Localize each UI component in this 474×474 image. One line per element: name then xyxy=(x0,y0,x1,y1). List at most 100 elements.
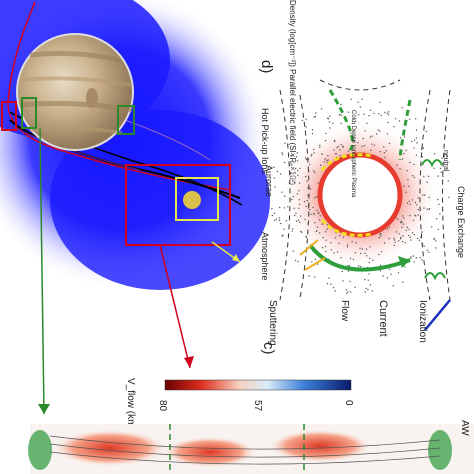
pickup-ion-dot xyxy=(352,258,355,261)
pickup-ion-dot xyxy=(409,161,411,164)
colorbar: 80 57 0 V_flow (km/s) xyxy=(125,378,354,439)
pickup-ion-dot xyxy=(321,153,323,155)
pickup-ion-dot xyxy=(428,208,431,210)
pickup-ion-dot xyxy=(435,240,437,242)
pickup-ion-dot xyxy=(354,286,356,289)
pickup-ion-dot xyxy=(380,114,382,117)
moon-disk xyxy=(317,152,403,238)
pickup-ion-dot xyxy=(311,153,313,156)
pickup-ion-dot xyxy=(271,208,273,210)
pickup-ion-dot xyxy=(325,132,327,135)
pickup-ion-dot xyxy=(339,154,341,157)
label-cold-dense-plasma: Cold, Dense Ionospheric Plasma xyxy=(350,110,356,198)
pickup-ion-dot xyxy=(433,237,436,240)
pickup-ion-dot xyxy=(304,175,307,178)
yellow-box xyxy=(175,177,219,221)
pickup-ion-dot xyxy=(366,122,368,125)
pickup-ion-dot xyxy=(421,231,423,233)
pickup-ion-dot xyxy=(373,112,375,115)
label-aw: AW xyxy=(459,420,470,436)
pickup-ion-dot xyxy=(351,241,353,243)
pickup-ion-dot xyxy=(325,239,327,241)
pickup-ion-dot xyxy=(293,207,295,209)
pickup-ion-dot xyxy=(371,290,374,292)
pickup-ion-dot xyxy=(291,198,293,201)
pickup-ion-dot xyxy=(295,156,298,158)
pickup-ion-dot xyxy=(383,146,385,148)
pickup-ion-dot xyxy=(300,215,302,217)
pickup-ion-dot xyxy=(386,133,389,135)
pickup-ion-dot xyxy=(354,140,356,143)
pickup-ion-dot xyxy=(319,219,321,221)
pickup-ion-dot xyxy=(312,206,314,209)
pickup-ion-dot xyxy=(426,181,428,183)
pickup-ion-dot xyxy=(333,252,335,254)
pickup-ion-dot xyxy=(350,98,352,101)
pickup-ion-dot xyxy=(359,247,361,249)
pickup-ion-dot xyxy=(392,285,394,287)
pickup-ion-dot xyxy=(368,115,370,117)
pickup-ion-dot xyxy=(324,231,327,233)
pickup-ion-dot xyxy=(378,113,380,115)
pickup-ion-dot xyxy=(369,284,371,286)
pickup-ion-dot xyxy=(400,238,402,240)
pickup-ion-dot xyxy=(390,273,392,275)
pickup-ion-dot xyxy=(417,214,419,216)
pickup-ion-dot xyxy=(339,235,341,237)
pickup-ion-dot xyxy=(298,199,301,201)
pickup-ion-dot xyxy=(308,171,310,173)
pickup-ion-dot xyxy=(357,142,359,144)
pickup-ion-dot xyxy=(309,163,311,166)
pickup-ion-dot xyxy=(284,142,286,144)
pickup-ion-dot xyxy=(388,237,390,240)
pickup-ion-dot xyxy=(295,220,298,222)
pickup-ion-dot xyxy=(368,261,370,264)
pickup-ion-dot xyxy=(295,212,297,214)
green-box-left xyxy=(21,97,37,129)
pickup-ion-dot xyxy=(417,208,419,211)
pickup-ion-dot xyxy=(418,239,421,241)
dashed-field-lines xyxy=(279,79,451,301)
pickup-ion-dot xyxy=(431,226,433,228)
pickup-ion-dot xyxy=(312,170,315,172)
pickup-ion-dot xyxy=(325,250,327,253)
pickup-ion-dot xyxy=(438,203,440,205)
pickup-ion-dot xyxy=(433,167,435,169)
pickup-ion-dot xyxy=(364,291,366,293)
pickup-ion-dot xyxy=(321,247,324,249)
pickup-ion-dot xyxy=(337,145,339,148)
pickup-ion-dot xyxy=(367,279,369,281)
moon-icon xyxy=(183,191,201,209)
flow-velocity-panel: AW xyxy=(28,420,474,474)
pickup-ion-dot xyxy=(342,236,345,239)
pickup-ion-dot xyxy=(332,287,335,289)
pickup-ion-dot xyxy=(321,223,323,225)
pickup-ion-dot xyxy=(314,222,316,224)
pickup-ion-dot xyxy=(401,226,403,228)
pickup-ion-dot xyxy=(347,291,349,293)
pickup-ion-dot xyxy=(406,170,408,172)
pickup-ion-dot xyxy=(281,152,283,154)
pickup-ion-dot xyxy=(335,153,337,155)
pickup-ion-dot xyxy=(365,248,368,250)
pickup-ion-dot xyxy=(398,120,401,122)
pickup-ion-dot xyxy=(361,98,363,100)
pickup-ion-dot xyxy=(399,168,401,170)
pickup-ion-dot xyxy=(283,207,286,209)
pickup-ion-dot xyxy=(363,113,365,115)
pickup-ion-dot xyxy=(394,118,397,120)
pickup-ion-dot xyxy=(347,150,350,152)
pickup-ion-dot xyxy=(398,240,400,242)
pickup-ion-dot xyxy=(298,182,301,184)
pickup-ion-dot xyxy=(379,264,382,267)
pickup-ion-dot xyxy=(386,112,389,115)
pickup-ion-dot xyxy=(385,150,388,152)
pickup-ion-dot xyxy=(388,142,391,145)
label-current: Current xyxy=(377,300,389,337)
pickup-ion-dot xyxy=(347,111,350,113)
pickup-ion-dot xyxy=(283,161,286,164)
pickup-ion-dot xyxy=(342,146,344,148)
colorbar-tick-0: 0 xyxy=(343,400,354,406)
pickup-ion-dot xyxy=(319,215,322,217)
pickup-ion-dot xyxy=(338,242,340,245)
